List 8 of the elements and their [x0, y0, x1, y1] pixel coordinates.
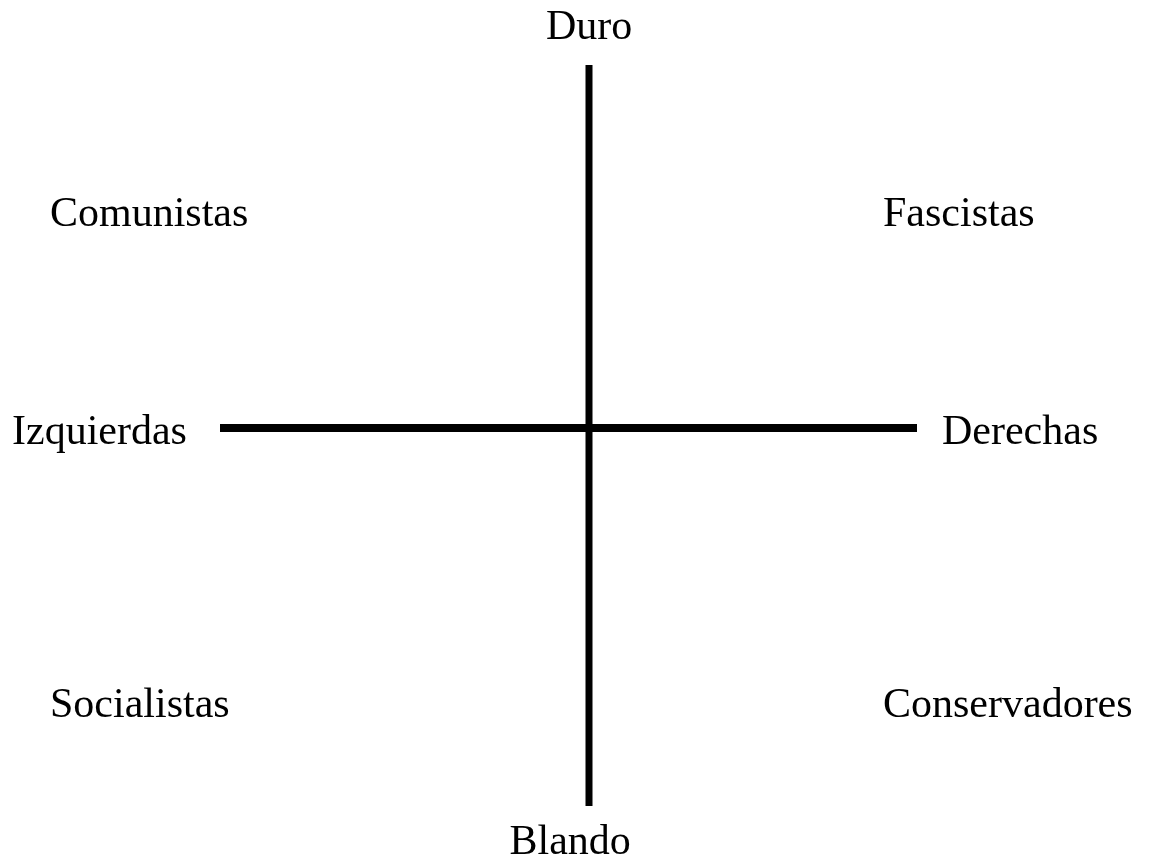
axis-label: Izquierdas [12, 409, 187, 451]
quadrant-label: Socialistas [50, 682, 230, 724]
quadrant-label: Conservadores [883, 682, 1133, 724]
axis-label: Derechas [942, 409, 1099, 451]
axis-label: Blando [509, 819, 631, 861]
axis-label: Duro [546, 4, 633, 46]
quadrant-label: Comunistas [50, 191, 249, 233]
quadrant-label: Fascistas [883, 191, 1035, 233]
